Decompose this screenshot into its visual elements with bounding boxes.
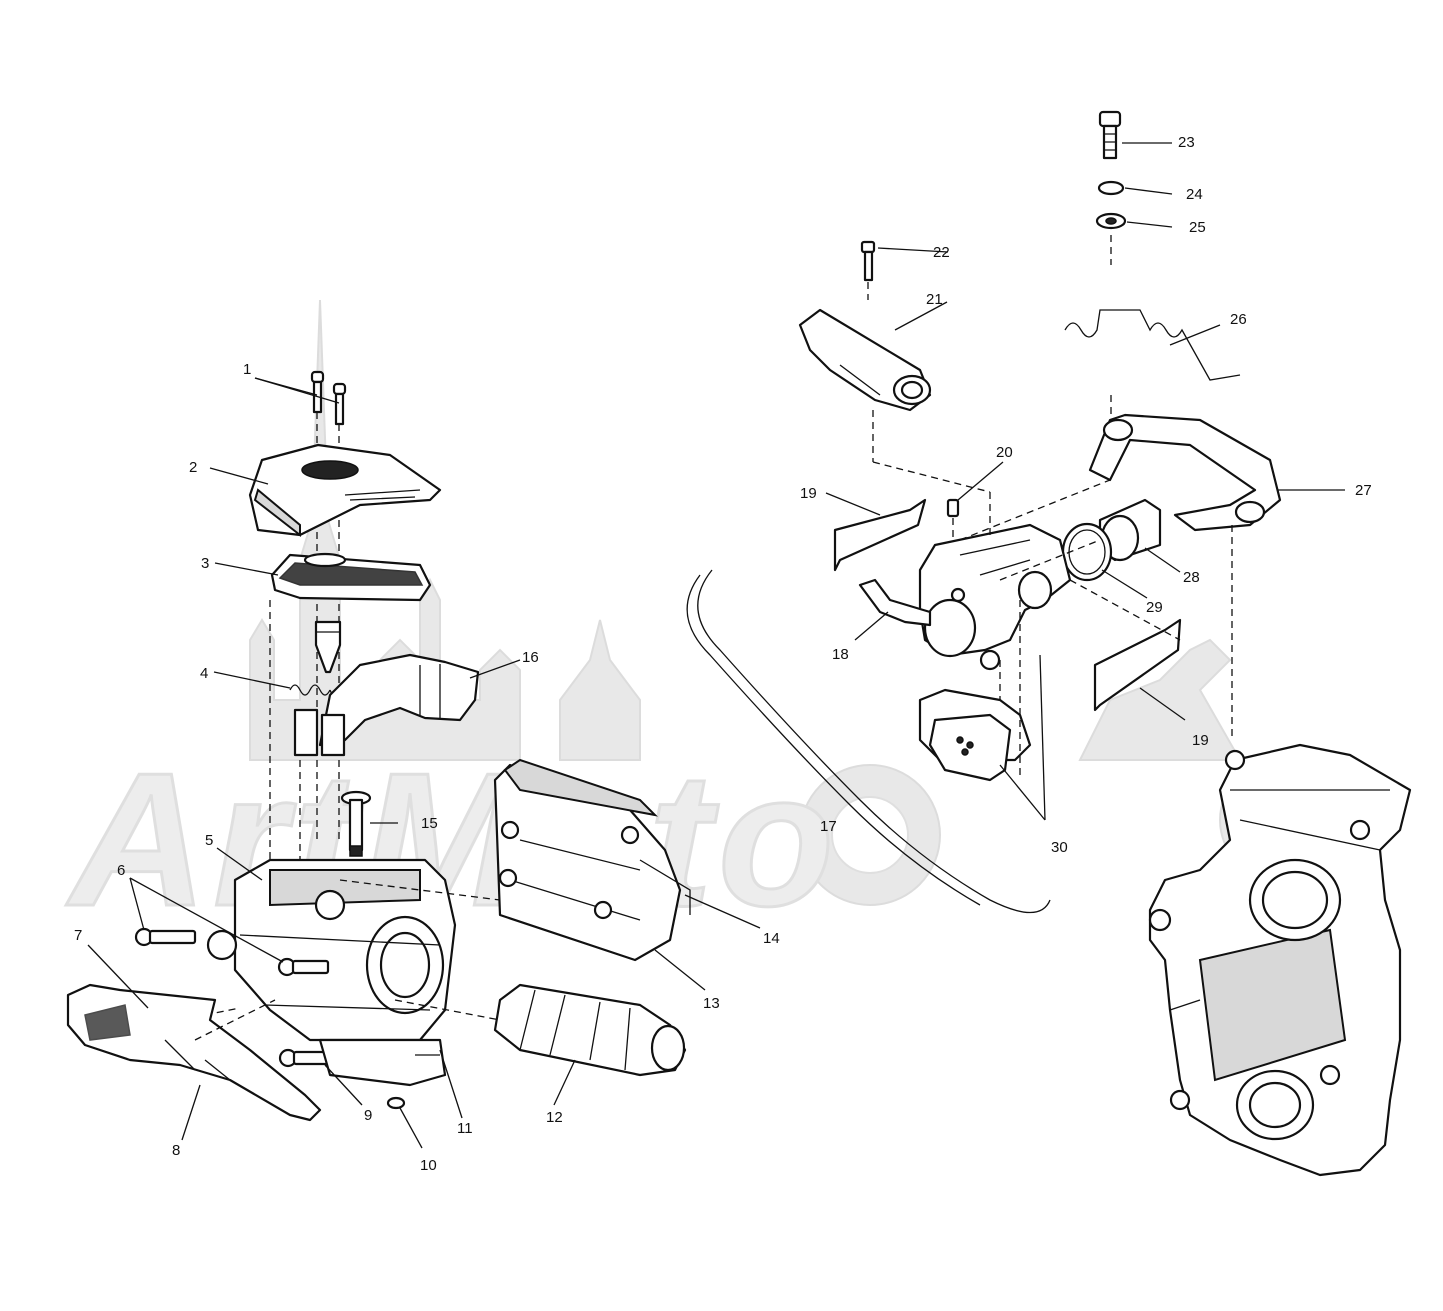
callout-15: 15 bbox=[421, 815, 438, 832]
callout-8: 8 bbox=[172, 1142, 180, 1159]
callout-14: 14 bbox=[763, 930, 780, 947]
callout-20: 20 bbox=[996, 444, 1013, 461]
part-2-cover bbox=[248, 443, 442, 538]
callout-12: 12 bbox=[546, 1109, 563, 1126]
callout-17: 17 bbox=[820, 818, 837, 835]
callout-13: 13 bbox=[703, 995, 720, 1012]
callout-26: 26 bbox=[1230, 311, 1247, 328]
callout-30: 30 bbox=[1051, 839, 1068, 856]
part-10-clip bbox=[386, 1096, 406, 1110]
part-6-bolt bbox=[134, 927, 330, 977]
part-27-bracket bbox=[1088, 413, 1282, 532]
part-caliper-body bbox=[918, 523, 1072, 671]
callout-23: 23 bbox=[1178, 134, 1195, 151]
callout-22: 22 bbox=[933, 244, 950, 261]
part-21-banjo-fitting bbox=[798, 308, 932, 412]
watermark-scooter bbox=[1078, 638, 1242, 761]
part-30-brake-pads bbox=[918, 688, 1032, 782]
callout-9: 9 bbox=[364, 1107, 372, 1124]
part-12-sleeve bbox=[493, 983, 687, 1077]
part-15-pin bbox=[340, 790, 372, 857]
leader-lines bbox=[87, 142, 1345, 1149]
part-case-cover bbox=[1148, 743, 1412, 1177]
callout-16: 16 bbox=[522, 649, 539, 666]
part-24-lock-washer bbox=[1097, 180, 1125, 196]
assembly-lines bbox=[194, 395, 1233, 1041]
callout-5: 5 bbox=[205, 832, 213, 849]
part-3-diaphragm bbox=[270, 552, 432, 602]
watermark-text: ArtMoto bbox=[66, 734, 840, 946]
callout-29: 29 bbox=[1146, 599, 1163, 616]
part-14-gasket bbox=[503, 758, 691, 915]
part-19-shim-right bbox=[1093, 618, 1182, 712]
callout-25: 25 bbox=[1189, 219, 1206, 236]
callout-6: 6 bbox=[117, 862, 125, 879]
callout-24: 24 bbox=[1186, 186, 1203, 203]
part-18-pad-pin bbox=[858, 578, 932, 627]
part-23-bolt bbox=[1098, 110, 1122, 160]
callout-2: 2 bbox=[189, 459, 197, 476]
callout-19-upper: 19 bbox=[800, 485, 817, 502]
callout-28: 28 bbox=[1183, 569, 1200, 586]
callout-10: 10 bbox=[420, 1157, 437, 1174]
callout-19-lower: 19 bbox=[1192, 732, 1209, 749]
part-11-clamp bbox=[318, 1038, 447, 1087]
part-25-washer bbox=[1095, 212, 1127, 265]
callout-labels: 1 2 3 4 5 6 7 8 9 10 11 12 13 14 15 16 1… bbox=[74, 134, 1372, 1174]
part-16-lever-arm bbox=[293, 653, 480, 757]
part-19-shim-left bbox=[833, 498, 927, 572]
callout-27: 27 bbox=[1355, 482, 1372, 499]
callout-18: 18 bbox=[832, 646, 849, 663]
callout-1: 1 bbox=[243, 361, 251, 378]
part-26-spring-clip bbox=[1064, 309, 1241, 381]
callout-21: 21 bbox=[926, 291, 943, 308]
part-piston-plug bbox=[314, 620, 342, 674]
part-8-brake-lever bbox=[66, 983, 322, 1122]
part-17-brake-line bbox=[686, 569, 1051, 913]
callout-3: 3 bbox=[201, 555, 209, 572]
callout-7: 7 bbox=[74, 927, 82, 944]
callout-11: 11 bbox=[457, 1120, 473, 1137]
callout-4: 4 bbox=[200, 665, 208, 682]
part-22-bleed-screw bbox=[860, 240, 876, 300]
part-9-bolt bbox=[278, 1048, 336, 1068]
part-5-master-cylinder-body bbox=[206, 858, 457, 1042]
